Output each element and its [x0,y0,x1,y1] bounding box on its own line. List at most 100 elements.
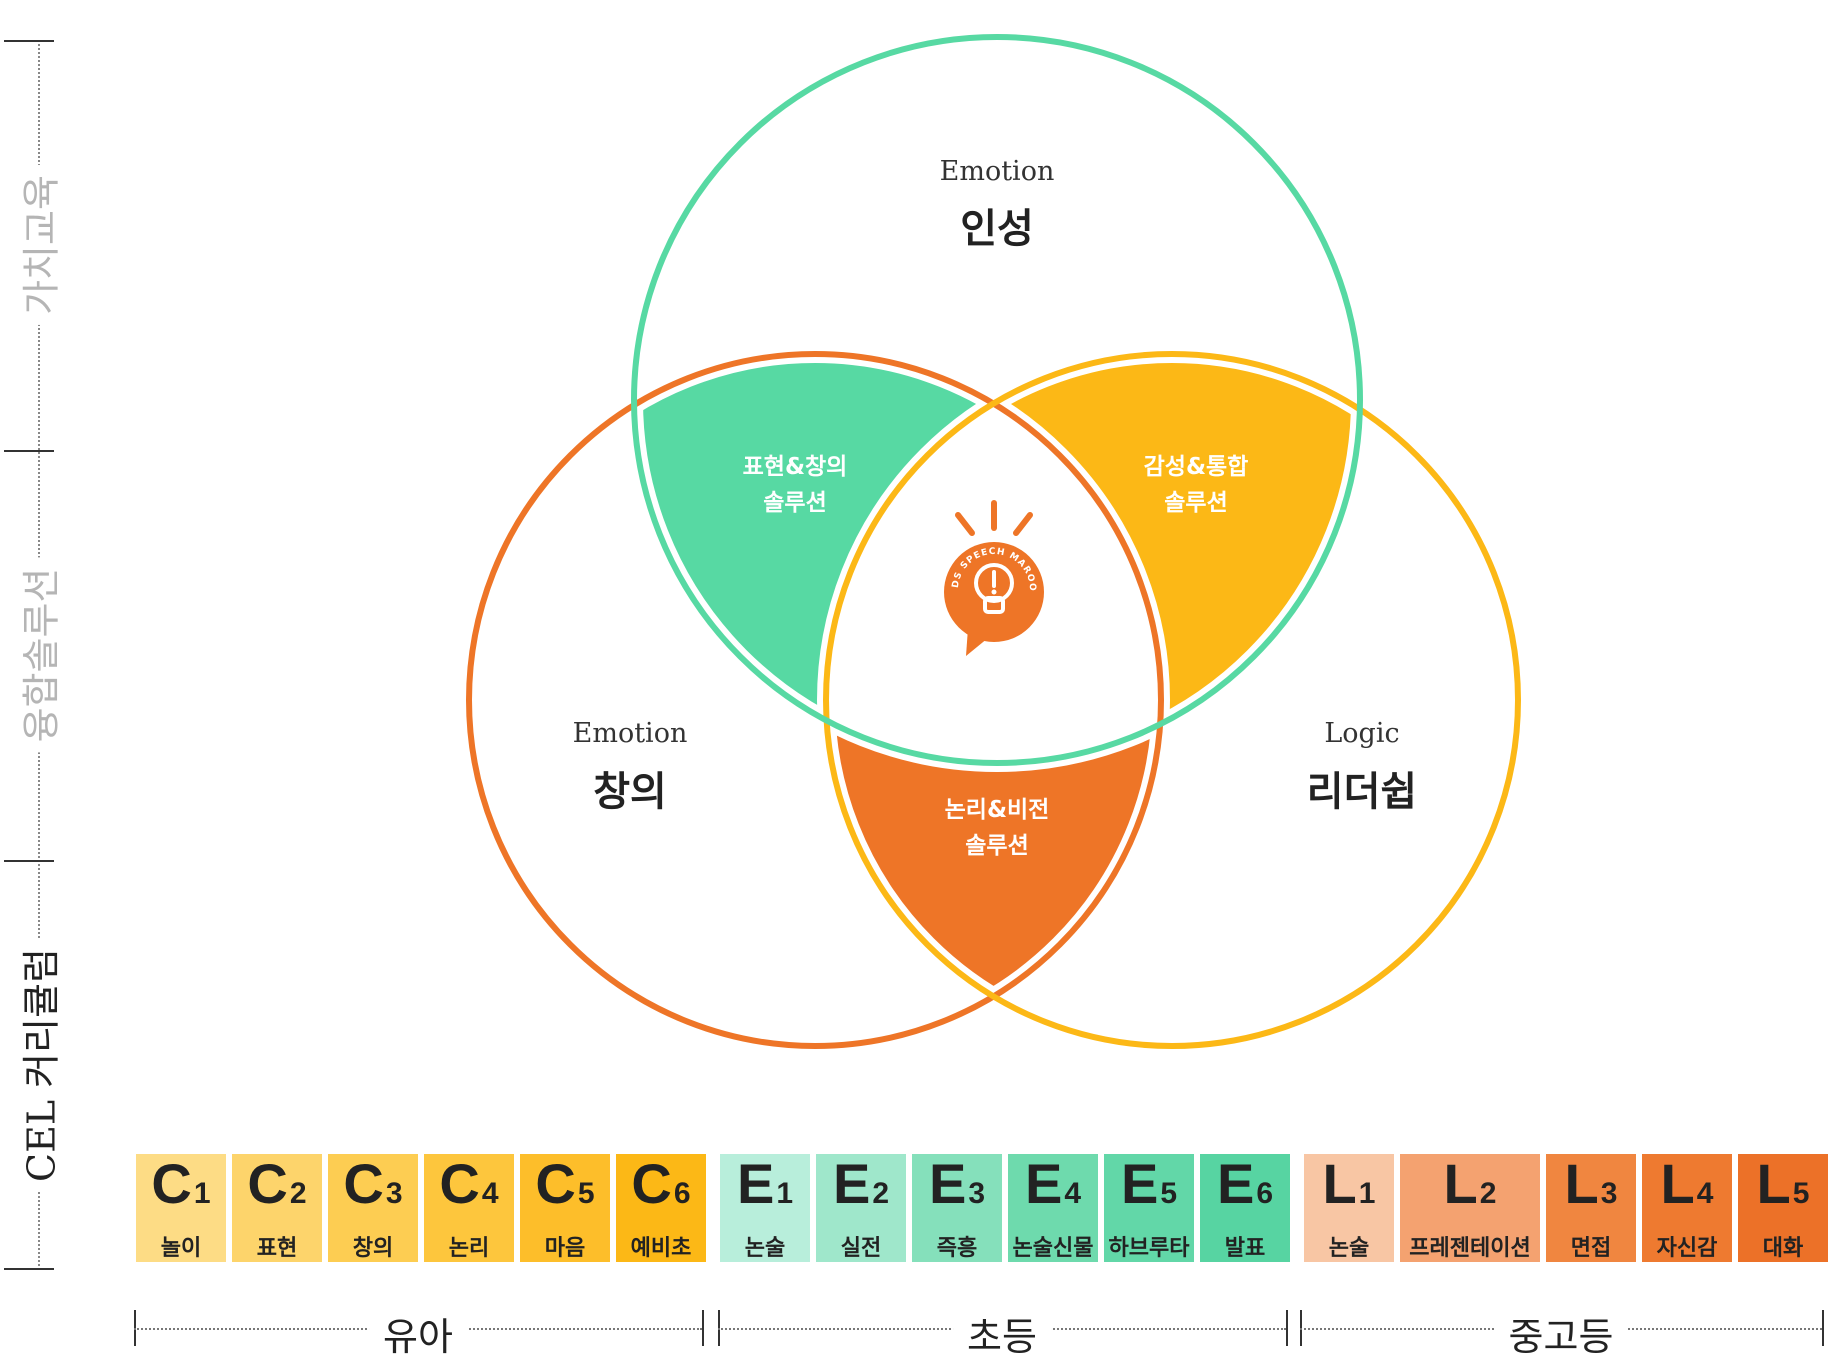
curriculum-label: 마음 [544,1236,586,1261]
curriculum-code: E5 [1121,1154,1177,1224]
curriculum-number: 3 [385,1177,403,1210]
curriculum-box-e3: E3 즉흥 [912,1154,1002,1262]
age-group-preschool: 유아 [130,1300,708,1361]
curriculum-box-c3: C3 창의 [328,1154,418,1262]
curriculum-letter: E [1216,1152,1255,1215]
curriculum-code: L2 [1444,1154,1497,1224]
curriculum-number: 1 [776,1177,794,1210]
curriculum-letter: C [439,1152,480,1215]
curriculum-code: C6 [631,1154,690,1224]
curriculum-box-c2: C2 표현 [232,1154,322,1262]
curriculum-label: 논술 [744,1236,786,1261]
curriculum-letter: L [1322,1152,1357,1215]
top-circle-korean: 인성 [960,206,1034,252]
rail-tick [4,1268,54,1270]
curriculum-number: 6 [673,1177,691,1210]
curriculum-number: 4 [1696,1177,1714,1210]
right-circle-korean: 리더쉽 [1307,769,1417,815]
circle-character [631,34,1363,766]
curriculum-box-l5: L5 대화 [1738,1154,1828,1262]
solution-expression-line2: 솔루션 [763,490,826,516]
curriculum-label: 즉흥 [936,1236,978,1261]
circle-creativity [466,351,1164,1049]
curriculum-letter: E [832,1152,871,1215]
age-group-elementary: 초등 [714,1300,1290,1361]
solution-logic-line1: 논리&비전 [945,797,1050,823]
solution-emotion-line2: 솔루션 [1164,490,1227,516]
curriculum-number: 3 [968,1177,986,1210]
curriculum-box-l3: L3 면접 [1546,1154,1636,1262]
right-circle-english: Logic [1324,718,1399,749]
curriculum-code: E3 [929,1154,985,1224]
curriculum-code: C4 [439,1154,498,1224]
curriculum-letter: C [631,1152,672,1215]
curriculum-number: 5 [1792,1177,1810,1210]
curriculum-label: 놀이 [160,1236,202,1261]
curriculum-label: 논리 [448,1236,490,1261]
solution-expression-line1: 표현&창의 [743,454,848,480]
curriculum-number: 2 [289,1177,307,1210]
curriculum-number: 3 [1600,1177,1618,1210]
curriculum-code: E1 [737,1154,793,1224]
curriculum-label: 논술신물 [1012,1236,1094,1261]
age-label: 유아 [369,1306,467,1361]
circle-leadership [823,351,1521,1049]
curriculum-label: 자신감 [1656,1236,1718,1261]
curriculum-letter: L [1443,1152,1478,1215]
curriculum-code: L3 [1565,1154,1618,1224]
curriculum-label: 창의 [352,1236,394,1261]
rail-tick [4,40,54,42]
curriculum-box-e2: E2 실전 [816,1154,906,1262]
curriculum-letter: L [1564,1152,1599,1215]
curriculum-code: C1 [151,1154,210,1224]
curriculum-label: 실전 [840,1236,882,1261]
curriculum-label: 대화 [1762,1236,1804,1261]
curriculum-number: 2 [872,1177,890,1210]
age-groups: 유아 초등 중고등 [130,1300,1829,1361]
curriculum-letter: E [736,1152,775,1215]
curriculum-box-l2: L2 프레젠테이션 [1400,1154,1540,1262]
curriculum-label: 표현 [256,1236,298,1261]
curriculum-code: C5 [535,1154,594,1224]
curriculum-letter: C [343,1152,384,1215]
curriculum-label: 프레젠테이션 [1409,1236,1531,1261]
top-circle-english: Emotion [940,156,1055,187]
curriculum-letter: C [247,1152,288,1215]
curriculum-number: 5 [1160,1177,1178,1210]
curriculum-number: 5 [577,1177,595,1210]
curriculum-number: 6 [1256,1177,1274,1210]
curriculum-number: 4 [481,1177,499,1210]
curriculum-code: E2 [833,1154,889,1224]
age-label: 초등 [953,1306,1051,1361]
curriculum-label: 면접 [1570,1236,1612,1261]
solution-logic-line2: 솔루션 [965,833,1028,859]
curriculum-box-e6: E6 발표 [1200,1154,1290,1262]
curriculum-number: 1 [1358,1177,1376,1210]
solution-emotion-line1: 감성&통합 [1144,454,1249,480]
age-group-secondary: 중고등 [1296,1300,1826,1361]
curriculum-box-e4: E4 논술신물 [1008,1154,1098,1262]
curriculum-box-c1: C1 놀이 [136,1154,226,1262]
curriculum-number: 4 [1064,1177,1082,1210]
curriculum-letter: C [535,1152,576,1215]
curriculum-letter: L [1660,1152,1695,1215]
curriculum-box-l4: L4 자신감 [1642,1154,1732,1262]
curriculum-code: E4 [1025,1154,1081,1224]
curriculum-label: 발표 [1224,1236,1266,1261]
age-label: 중고등 [1494,1306,1628,1361]
curriculum-letter: E [928,1152,967,1215]
side-rail: 가치교육 융합솔루션 CEL 커리큘럼 [0,0,70,1300]
curriculum-code: E6 [1217,1154,1273,1224]
curriculum-label: 논술 [1328,1236,1370,1261]
curriculum-code: L5 [1757,1154,1810,1224]
curriculum-code: C2 [247,1154,306,1224]
curriculum-number: 2 [1479,1177,1497,1210]
curriculum-box-l1: L1 논술 [1304,1154,1394,1262]
left-circle-korean: 창의 [593,769,667,815]
rail-tick [4,450,54,452]
left-circle-english: Emotion [573,718,688,749]
curriculum-label: 하브루타 [1108,1236,1190,1261]
curriculum-box-c5: C5 마음 [520,1154,610,1262]
curriculum-code: L4 [1661,1154,1714,1224]
